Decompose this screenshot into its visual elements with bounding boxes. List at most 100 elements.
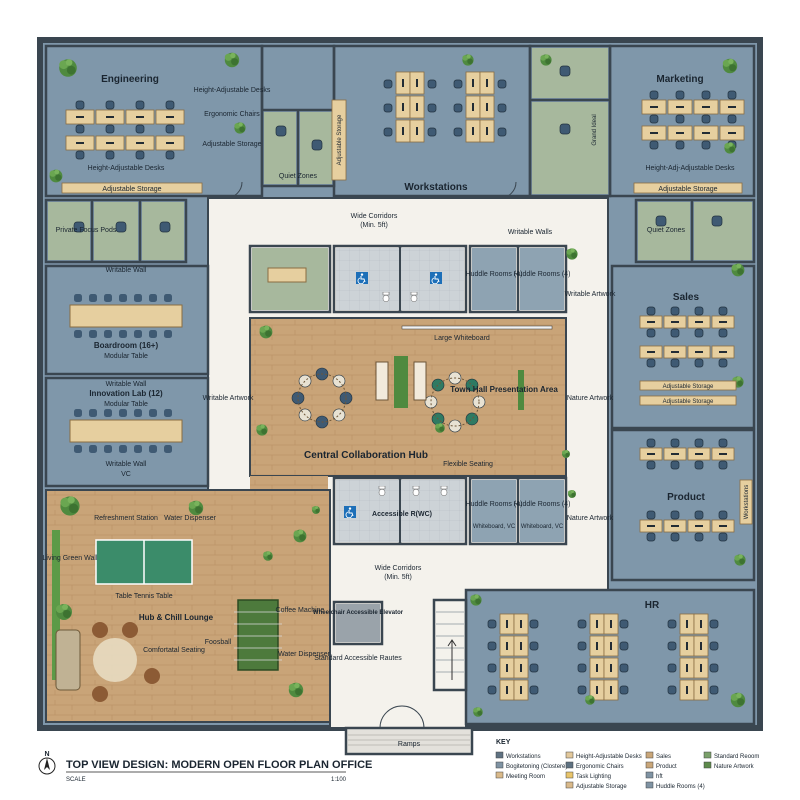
chair-icon: [383, 79, 393, 89]
chair-icon: [577, 619, 587, 629]
chair-icon: [649, 140, 659, 150]
label-adjustable-storage-sales-2: Adjustable Storage: [663, 399, 714, 405]
label-large-whiteboard: Large Whiteboard: [434, 335, 490, 342]
plant-icon: [540, 54, 552, 66]
chair-icon: [675, 90, 685, 100]
chair-icon: [718, 358, 728, 368]
label-height-adjustable-desks-mkt: Height-Adj-Adjustable Desks: [645, 165, 735, 172]
chair-icon: [694, 358, 704, 368]
monitor-icon: [416, 127, 418, 135]
monitor-icon: [596, 664, 598, 672]
label-huddle-rooms-4: Huddle Rooms (4): [514, 501, 571, 508]
monitor-icon: [506, 642, 508, 650]
seat-icon: [465, 412, 479, 426]
chair-icon: [119, 330, 127, 338]
monitor-icon: [520, 686, 522, 694]
monitor-icon: [136, 116, 144, 118]
chair-icon: [718, 460, 728, 470]
labels: Engineering Height-Adjustable Desks Ergo…: [43, 74, 753, 748]
chair-icon: [670, 306, 680, 316]
chair-icon: [649, 114, 659, 124]
chair-icon: [119, 445, 127, 453]
monitor-icon: [686, 620, 688, 628]
monitor-icon: [676, 132, 684, 134]
label-writable-artwork-right: Writable Artwork: [565, 291, 616, 298]
chair-icon: [646, 358, 656, 368]
monitor-icon: [686, 642, 688, 650]
chair-icon: [529, 641, 539, 651]
chair-icon: [311, 139, 323, 151]
chair-icon: [115, 221, 127, 233]
label-wide-corridors-top: Wide Corridors: [351, 213, 398, 220]
plan-title: TOP VIEW DESIGN: MODERN OPEN FLOOR PLAN …: [66, 759, 372, 771]
label-water-dispenser-2: Water Dispenser: [278, 651, 331, 658]
doors: [225, 181, 517, 729]
plant-icon: [562, 450, 570, 458]
chair-icon: [105, 124, 115, 134]
chair-icon: [165, 124, 175, 134]
chair-icon: [89, 294, 97, 302]
monitor-icon: [728, 106, 736, 108]
chair-icon: [487, 685, 497, 695]
chair-icon: [275, 125, 287, 137]
label-modular-table: Modular Table: [104, 353, 148, 360]
chair-icon: [619, 641, 629, 651]
chair-icon: [701, 140, 711, 150]
label-workstations: Workstations: [404, 182, 468, 193]
chair-icon: [134, 445, 142, 453]
label-modular-table-2: Modular Table: [104, 401, 148, 408]
hub-seating: [297, 325, 553, 427]
label-table-tennis: Table Tennis Table: [115, 593, 172, 600]
monitor-icon: [700, 620, 702, 628]
key-swatch: [703, 761, 712, 769]
label-standard-accessible-routes: Standard Accessible Rautes: [314, 655, 402, 662]
chair-icon: [453, 79, 463, 89]
key-swatch: [645, 771, 654, 779]
monitor-icon: [486, 127, 488, 135]
chair-icon: [135, 150, 145, 160]
monitor-icon: [700, 686, 702, 694]
key-swatch: [495, 761, 504, 769]
key-item-label: Ergonomic Chairs: [576, 764, 624, 770]
monitor-icon: [166, 142, 174, 144]
plant-icon: [473, 707, 483, 717]
label-huddle-rooms-1: Huddle Rooms (4): [466, 271, 523, 278]
label-water-dispenser-1: Water Dispenser: [164, 515, 217, 522]
chair-icon: [75, 100, 85, 110]
monitor-icon: [686, 664, 688, 672]
label-writable-walls: Writable Walls: [508, 229, 553, 236]
monitor-icon: [610, 686, 612, 694]
chair-icon: [559, 65, 571, 77]
label-boardroom: Boardroom (16+): [94, 341, 159, 350]
chair-icon: [453, 127, 463, 137]
label-foosball: Foosball: [205, 639, 232, 646]
monitor-icon: [700, 642, 702, 650]
chair-icon: [427, 127, 437, 137]
chair-icon: [649, 90, 659, 100]
monitor-icon: [719, 453, 727, 455]
monitor-icon: [719, 351, 727, 353]
plant-icon: [293, 529, 307, 543]
chair-icon: [135, 124, 145, 134]
label-hub-chill: Hub & Chill Lounge: [139, 613, 214, 622]
chair-icon: [559, 123, 571, 135]
label-coffee-machine: Coffee Machine: [276, 607, 325, 614]
chair-icon: [727, 90, 737, 100]
label-nature-artwork-1: Nature Artwork: [567, 395, 614, 402]
chair-icon: [73, 221, 85, 233]
plant-icon: [585, 695, 595, 705]
plant-icon: [470, 594, 482, 606]
monitor-icon: [647, 321, 655, 323]
label-height-adjustable-desks-top: Height-Adjustable Desks: [194, 87, 271, 94]
key-item-label: Nature Artwork: [714, 764, 755, 770]
chair-icon: [675, 140, 685, 150]
monitor-icon: [647, 351, 655, 353]
label-engineering: Engineering: [101, 74, 159, 85]
label-quiet-zones-left: Quiet Zones: [279, 173, 318, 180]
scale-value: 1:100: [331, 777, 347, 783]
chair-icon: [159, 221, 171, 233]
monitor-icon: [702, 106, 710, 108]
chair-icon: [104, 294, 112, 302]
chair-icon: [646, 306, 656, 316]
seat-icon: [332, 374, 346, 388]
